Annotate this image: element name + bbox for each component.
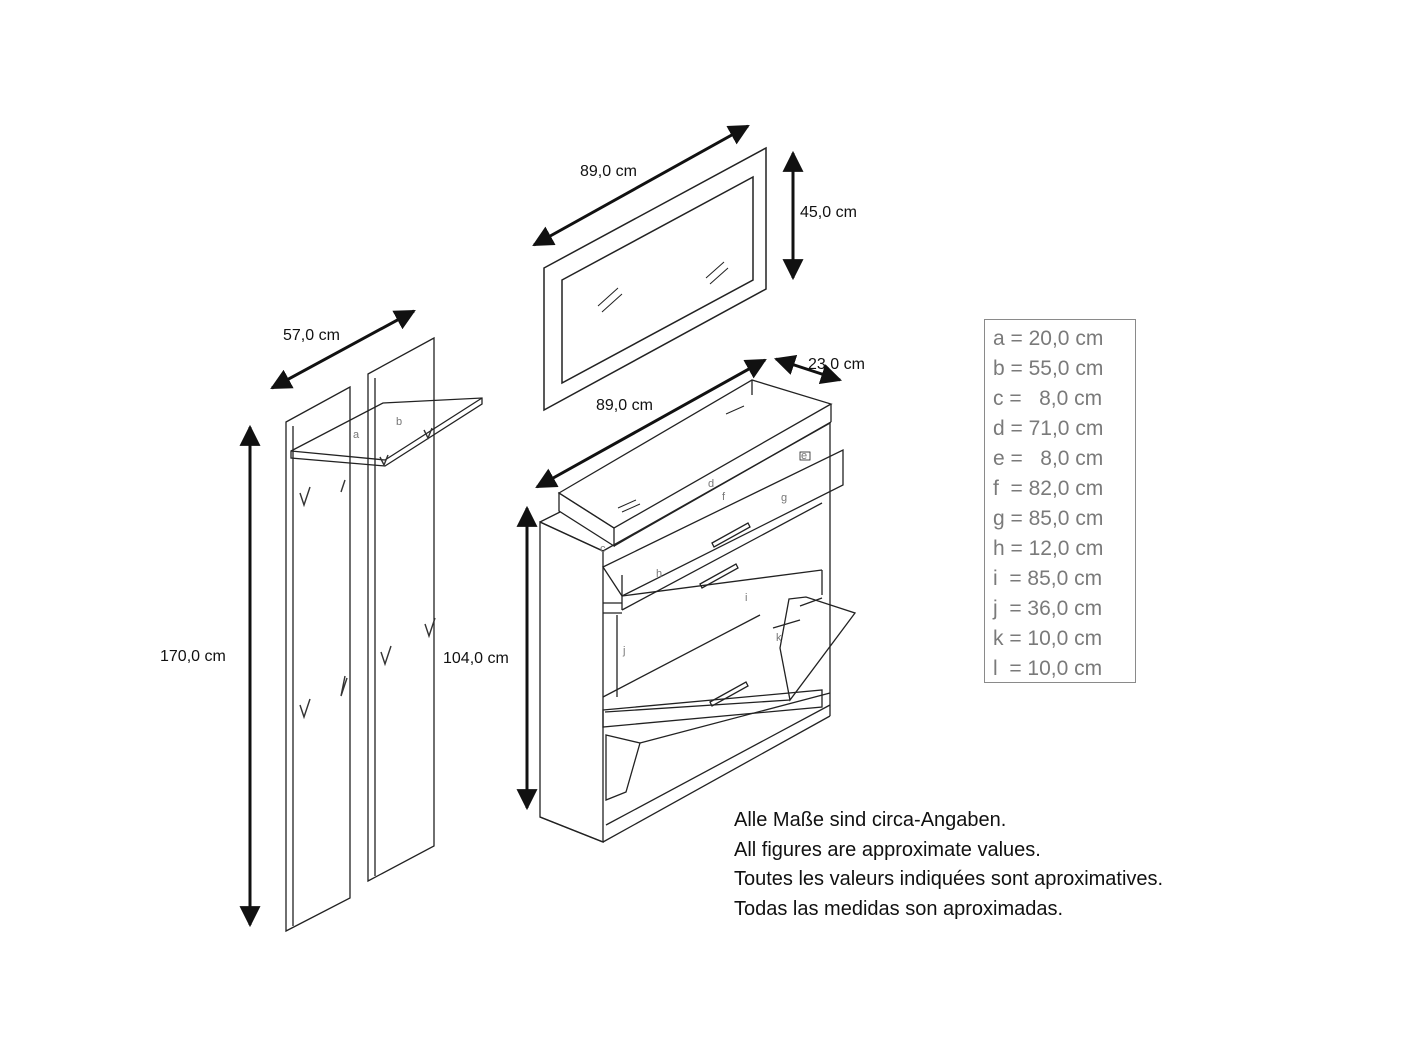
mirror-width-label: 89,0 cm: [580, 163, 637, 180]
dimension-legend: a = 20,0 cm b = 55,0 cm c = 8,0 cm d = 7…: [984, 319, 1136, 683]
legend-row-l: l = 10,0 cm: [993, 657, 1103, 680]
coat-hooks: [299, 427, 436, 720]
note-french: Toutes les valeurs indiquées sont aproxi…: [734, 868, 1164, 890]
cabinet-depth-arrow: [774, 354, 842, 385]
legend-row-d: d = 71,0 cm: [993, 417, 1104, 440]
part-label-i: i: [745, 592, 747, 604]
part-label-b: b: [396, 416, 402, 428]
panel-width-label: 57,0 cm: [283, 327, 340, 344]
mirror: [543, 146, 767, 412]
legend-row-b: b = 55,0 cm: [993, 357, 1104, 380]
part-label-j: j: [622, 645, 625, 657]
legend-row-e: e = 8,0 cm: [993, 447, 1104, 470]
note-english: All figures are approximate values.: [734, 838, 1041, 861]
part-label-h: h: [656, 568, 662, 580]
note-german: Alle Maße sind circa-Angaben.: [734, 809, 1007, 831]
mirror-width-arrow: [532, 124, 750, 247]
part-label-k: k: [776, 632, 782, 644]
cabinet-width-arrow: [535, 358, 767, 489]
coat-shelf: [290, 397, 483, 467]
part-label-g: g: [781, 492, 787, 504]
coat-panel-left: [285, 385, 351, 933]
legend-row-j: j = 36,0 cm: [993, 597, 1103, 620]
panel-height-label: 170,0 cm: [160, 648, 226, 665]
legend-row-i: i = 85,0 cm: [993, 567, 1103, 590]
legend-row-g: g = 85,0 cm: [993, 507, 1104, 530]
legend-row-a: a = 20,0 cm: [993, 327, 1104, 350]
cabinet-width-label: 89,0 cm: [596, 397, 653, 414]
shoe-cabinet: [539, 379, 857, 843]
part-label-a: a: [353, 429, 360, 441]
part-label-d: d: [708, 478, 714, 490]
part-label-e: e: [801, 450, 807, 462]
part-label-f: f: [722, 491, 726, 503]
cabinet-height-label: 104,0 cm: [443, 650, 509, 667]
legend-row-k: k = 10,0 cm: [993, 627, 1103, 650]
mirror-height-label: 45,0 cm: [800, 204, 857, 221]
part-label-c: c: [600, 543, 606, 555]
legend-row-f: f = 82,0 cm: [993, 477, 1104, 500]
cabinet-depth-label: 23,0 cm: [808, 356, 865, 373]
panel-width-arrow: [270, 309, 416, 390]
approximate-values-note: Alle Maße sind circa-Angaben. All figure…: [734, 806, 1294, 924]
legend-row-h: h = 12,0 cm: [993, 537, 1104, 560]
note-spanish: Todas las medidas son aproximadas.: [734, 897, 1064, 920]
legend-row-c: c = 8,0 cm: [993, 387, 1103, 410]
